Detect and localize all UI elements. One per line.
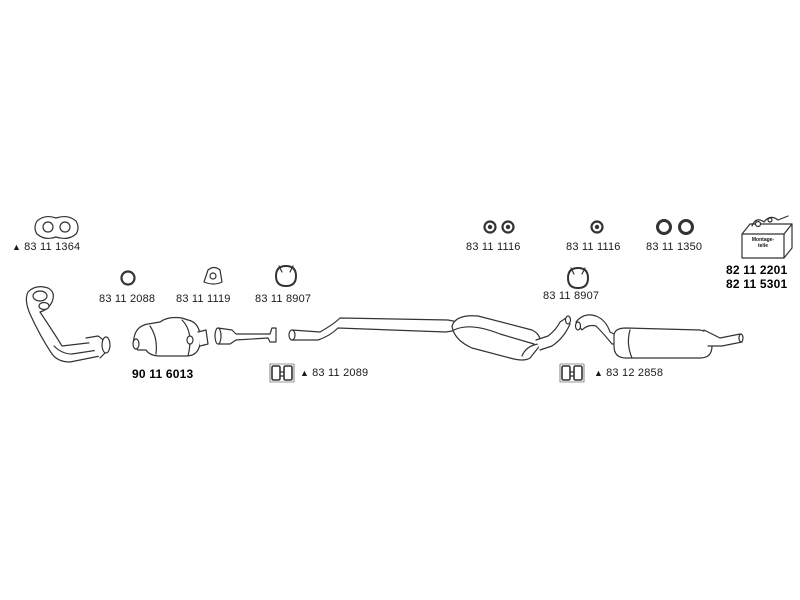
sealing-ring-icon (120, 270, 136, 286)
sealing-ring-icon (590, 220, 604, 234)
triangle-marker-icon: ▲ (12, 242, 22, 252)
triangle-gasket-icon (203, 266, 223, 285)
catalytic-converter-icon (132, 316, 209, 357)
rubber-hanger-icon (269, 363, 295, 383)
sealing-rings-icon (656, 219, 694, 235)
rear-silencer-icon (574, 314, 744, 359)
catalytic-converter-number: 90 11 6013 (132, 367, 194, 381)
pipe-clamp-icon (567, 267, 589, 289)
part-number-label: 83 11 2088 (99, 293, 156, 305)
flange-gasket-icon (34, 215, 79, 240)
triangle-marker-icon: ▲ (300, 368, 310, 378)
part-number-label: ▲83 11 1364 (12, 241, 81, 253)
sealing-rings-icon (483, 220, 515, 234)
kit-box-label: Montage-teile (752, 237, 775, 249)
mounting-kit-number: 82 11 5301 (726, 277, 788, 291)
pipe-clamp-icon (275, 265, 297, 287)
mounting-kit-box-icon (741, 215, 793, 259)
mounting-kit-number: 82 11 2201 (726, 263, 788, 277)
part-number-label: 83 11 1119 (176, 293, 231, 305)
triangle-marker-icon: ▲ (594, 368, 604, 378)
part-number-label: 83 11 1350 (646, 241, 703, 253)
rubber-hanger-icon (559, 363, 585, 383)
part-number-label: 83 11 1116 (466, 241, 521, 253)
part-number-label: ▲83 11 2089 (300, 367, 369, 379)
front-pipe-icon (25, 286, 111, 363)
part-number-label: 83 11 8907 (255, 293, 312, 305)
part-number-label: ▲83 12 2858 (594, 367, 664, 379)
middle-silencer-icon (288, 315, 572, 361)
part-number-label: 83 11 8907 (543, 290, 600, 302)
part-number-label: 83 11 1116 (566, 241, 621, 253)
intermediate-pipe-icon (214, 327, 277, 345)
